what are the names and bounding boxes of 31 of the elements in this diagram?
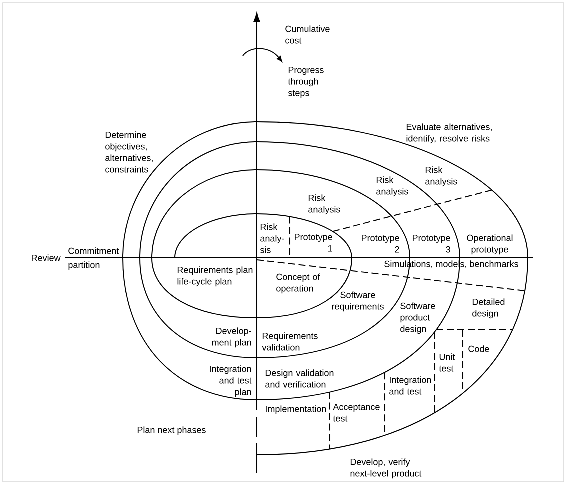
region-label: Design validation and verification — [266, 370, 334, 388]
region-label: Code — [468, 346, 490, 352]
axis-label: Commitment — [68, 248, 120, 254]
region-label: Software requirements — [332, 292, 384, 312]
region-label: Concept of operation — [276, 274, 320, 294]
region-label: Risk analy- sis — [260, 224, 284, 254]
direction-label: Progress through steps — [288, 67, 324, 98]
region-label: Requirements validation — [262, 332, 318, 351]
region-label: Requirements plan life-cycle plan — [178, 266, 253, 287]
quadrant-label: Evaluate alternatives, identify, resolve risks — [406, 124, 492, 144]
region-label: Develop- ment plan — [212, 328, 252, 348]
region-label: Acceptance test — [333, 404, 380, 422]
region-label: Integration and test plan — [210, 366, 252, 398]
region-label: Prototype 2 — [362, 235, 400, 253]
axis-label: partition — [68, 262, 100, 270]
region-label: Integration and test — [390, 376, 432, 395]
region-label: Operational prototype — [467, 234, 513, 255]
quadrant-label: Determine objectives, alternatives, constraints — [106, 132, 153, 173]
region-label: Risk analysis — [376, 176, 408, 197]
region-label: Implementation — [266, 406, 326, 414]
quadrant-label: Plan next phases — [138, 426, 206, 436]
region-label: Software product design — [400, 302, 436, 334]
region-label: Prototype 1 — [295, 234, 332, 252]
region-label: Detailed design — [472, 298, 505, 319]
region-label: Risk analysis — [426, 166, 458, 187]
quadrant-label: Develop, verify next-level product — [350, 458, 422, 479]
region-label: Unit test — [439, 354, 456, 372]
region-label: Risk analysis — [308, 194, 340, 215]
axis-label: Review — [32, 254, 61, 262]
axis-label: Cumulative cost — [286, 26, 330, 44]
region-label: Prototype 3 — [413, 235, 450, 253]
